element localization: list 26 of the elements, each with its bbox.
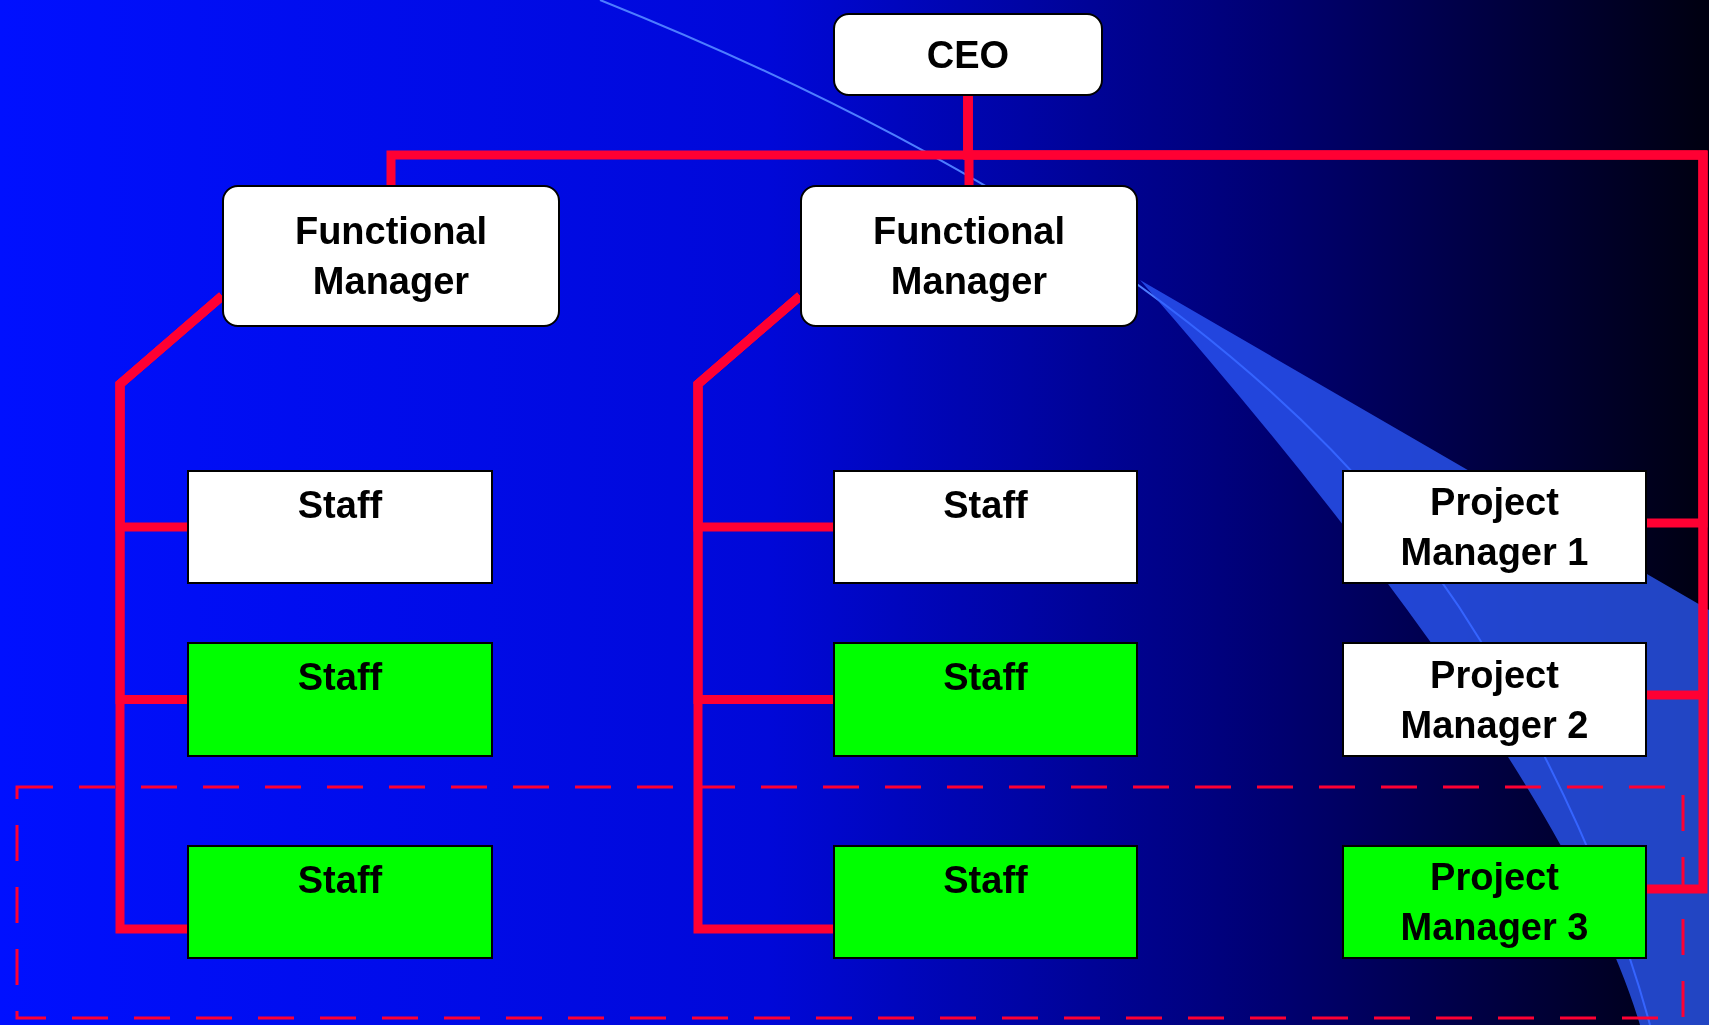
connector-line [963, 96, 1708, 894]
node-label: Staff [942, 858, 1029, 903]
project-manager-box [1342, 470, 1647, 584]
staff-box [187, 845, 493, 959]
manager-box [833, 13, 1103, 96]
project-manager-box [1342, 845, 1647, 959]
node-label: Functional Manager [293, 209, 489, 304]
node-label: Staff [942, 655, 1029, 700]
staff-box [833, 470, 1138, 584]
node-label: Staff [296, 858, 384, 903]
manager-box [800, 185, 1138, 327]
node-label: Staff [942, 483, 1029, 528]
staff-box [187, 470, 493, 584]
connector-line [693, 292, 833, 934]
node-label: Functional Manager [871, 209, 1067, 304]
node-label: CEO [925, 32, 1011, 78]
node-label: Staff [296, 483, 384, 528]
project-manager-box [1342, 642, 1647, 757]
manager-box [222, 185, 560, 327]
node-label: Project Manager 3 [1399, 855, 1590, 950]
node-label: Project Manager 1 [1399, 480, 1590, 575]
staff-box [187, 642, 493, 757]
staff-box [833, 845, 1138, 959]
node-label: Staff [296, 655, 384, 700]
staff-box [833, 642, 1138, 757]
node-label: Project Manager 2 [1399, 652, 1590, 748]
